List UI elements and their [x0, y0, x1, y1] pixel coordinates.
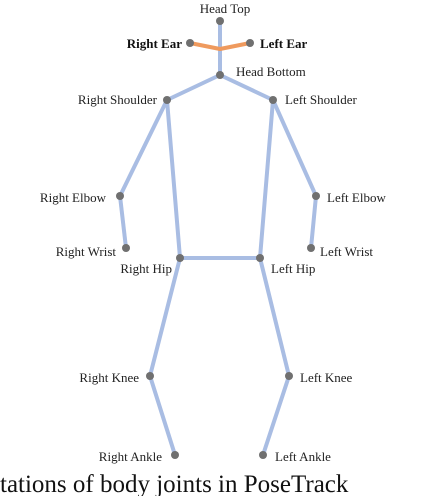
joint-left-elbow: [312, 192, 320, 200]
joint-left-hip: [256, 254, 264, 262]
joint-head-bottom: [216, 71, 224, 79]
label-right-ear: Right Ear: [127, 36, 182, 51]
joints: [116, 17, 320, 459]
joint-right-hip: [176, 254, 184, 262]
label-left-ear: Left Ear: [260, 36, 308, 51]
joint-head-top: [216, 17, 224, 25]
label-head-top: Head Top: [200, 1, 250, 16]
joint-left-ear: [246, 39, 254, 47]
bone-left-shin: [261, 374, 291, 457]
bone-left-upper-arm: [271, 98, 318, 198]
label-left-elbow: Left Elbow: [327, 190, 386, 205]
bone-right-forearm: [118, 194, 128, 250]
label-right-knee: Right Knee: [79, 370, 139, 385]
joint-left-knee: [285, 372, 293, 380]
joint-right-shoulder: [163, 96, 171, 104]
figure-caption: tations of body joints in PoseTrack: [0, 471, 349, 496]
label-right-ankle: Right Ankle: [99, 449, 162, 464]
bone-left-thigh: [258, 256, 291, 378]
joint-right-knee: [146, 372, 154, 380]
label-left-wrist: Left Wrist: [320, 244, 373, 259]
joint-labels: Head Top Right Ear Left Ear Head Bottom …: [40, 1, 387, 464]
joint-right-ankle: [171, 451, 179, 459]
label-right-hip: Right Hip: [120, 261, 172, 276]
label-left-knee: Left Knee: [300, 370, 353, 385]
bone-left-ear: [218, 41, 252, 51]
label-head-bottom: Head Bottom: [236, 64, 306, 79]
joint-right-wrist: [122, 244, 130, 252]
joint-left-ankle: [259, 451, 267, 459]
bone-left-forearm: [309, 194, 318, 250]
bone-neck-right-shoulder: [165, 73, 222, 102]
label-right-wrist: Right Wrist: [56, 244, 117, 259]
bone-right-ear: [188, 41, 222, 51]
label-left-ankle: Left Ankle: [275, 449, 331, 464]
joint-left-wrist: [307, 244, 315, 252]
label-right-elbow: Right Elbow: [40, 190, 107, 205]
label-left-shoulder: Left Shoulder: [285, 92, 358, 107]
bone-right-upper-arm: [118, 98, 169, 198]
bone-left-torso: [258, 98, 275, 260]
label-right-shoulder: Right Shoulder: [78, 92, 158, 107]
joint-left-shoulder: [269, 96, 277, 104]
bone-neck-left-shoulder: [218, 73, 275, 102]
bone-right-thigh: [148, 256, 182, 378]
bone-right-shin: [148, 374, 177, 457]
label-left-hip: Left Hip: [271, 261, 315, 276]
bones: [118, 19, 318, 457]
bone-right-torso: [165, 98, 182, 260]
joint-right-elbow: [116, 192, 124, 200]
joint-right-ear: [186, 39, 194, 47]
